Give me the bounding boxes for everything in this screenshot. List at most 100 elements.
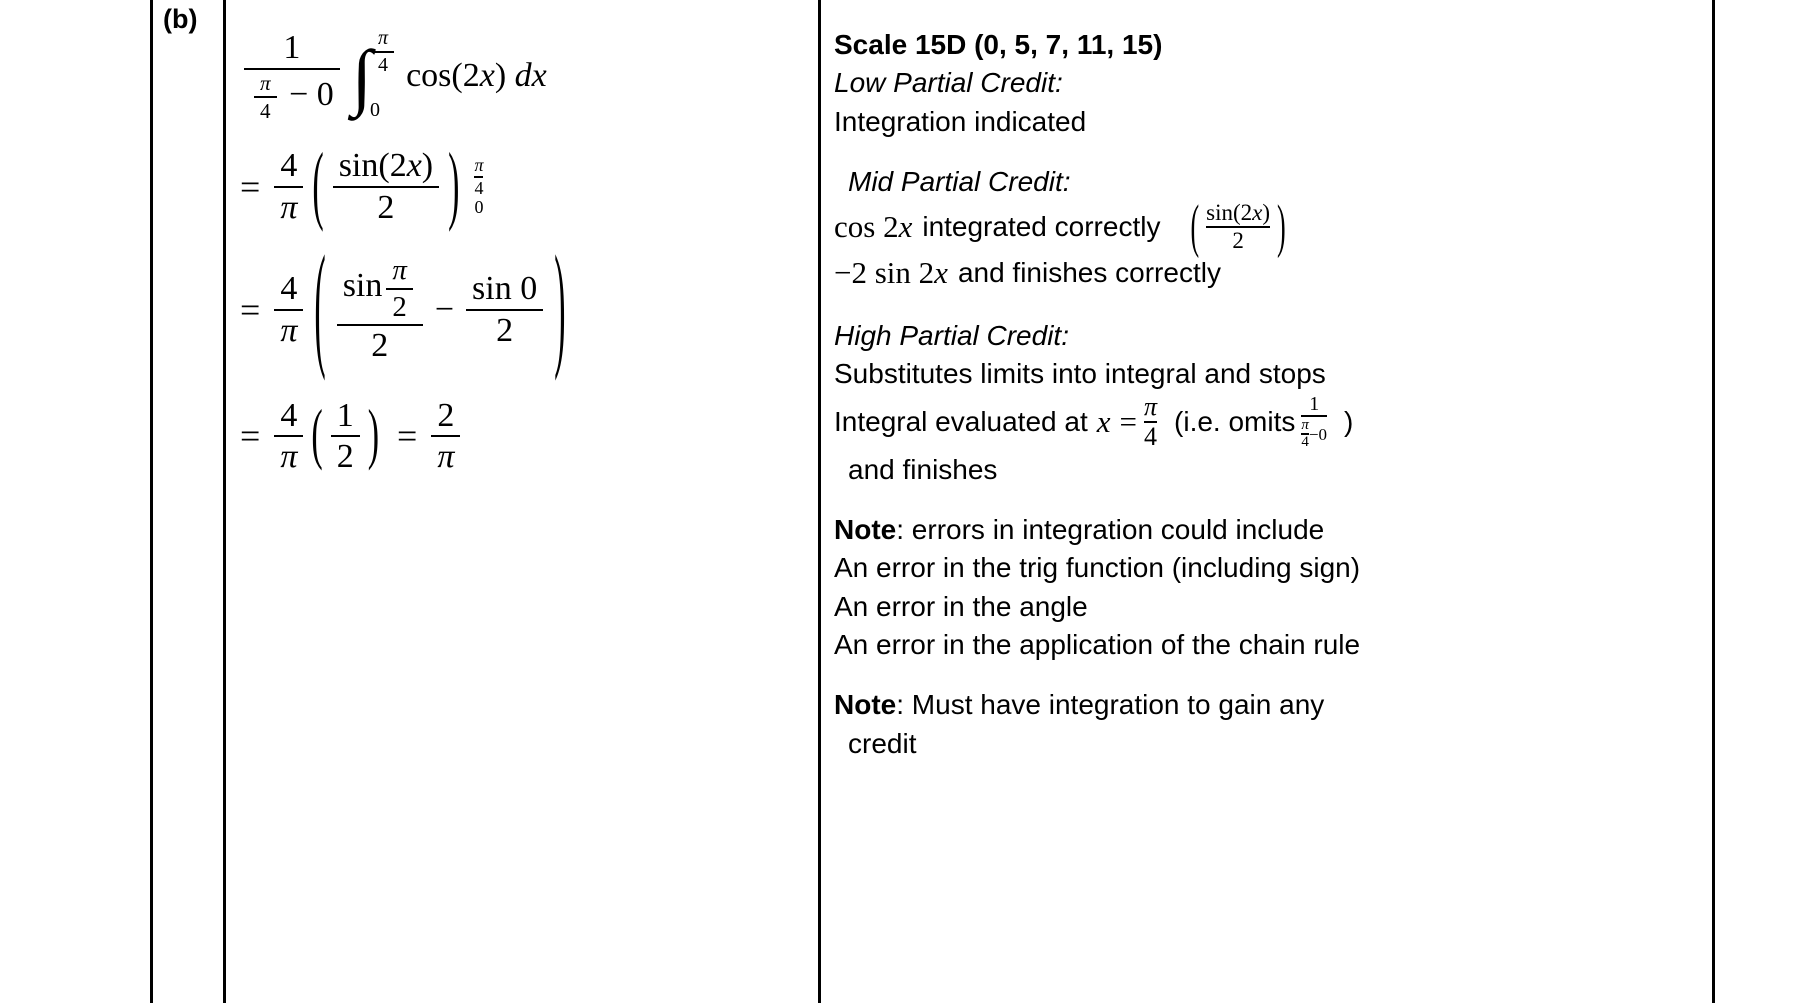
- four-over-pi-frac: 4 π: [274, 269, 304, 349]
- upper-limit-frac: π 4: [372, 26, 395, 76]
- equals-sign: =: [240, 416, 261, 457]
- integral-upper-limit: π 4: [368, 26, 398, 76]
- solution-work-column: 1 π 4 − 0 ∫ π: [240, 27, 800, 489]
- high-partial-credit-item-1: Substitutes limits into integral and sto…: [834, 358, 1326, 390]
- coefficient-numerator: 1: [283, 29, 301, 66]
- sin-2x-over-2-grouped: ( sin(2x) 2 ): [1186, 196, 1289, 256]
- upper-limit-frac: π 4: [474, 154, 484, 198]
- numerator-four: 4: [280, 146, 298, 184]
- minus-2-sin-2x-expression: −2 sin 2x: [834, 255, 948, 291]
- integral-lower-limit: 0: [370, 98, 381, 121]
- open-paren: (: [314, 231, 326, 384]
- low-partial-credit-item-1: Integration indicated: [834, 105, 1087, 137]
- fraction-bar: [332, 185, 440, 188]
- equals-sign: =: [240, 166, 261, 207]
- pi-symbol: π: [1301, 416, 1309, 433]
- integrand-expression: cos(2x) dx: [406, 56, 547, 94]
- minus-zero: −0: [1308, 424, 1327, 444]
- fraction-bar: [1301, 414, 1327, 417]
- open-paren: (: [311, 398, 323, 473]
- numerator-sin-zero: sin 0: [472, 269, 538, 307]
- equals-sign-2: =: [397, 416, 418, 457]
- note-2-label: Note: [834, 689, 897, 721]
- fraction-bar: [330, 435, 360, 438]
- table-rule-left: [150, 0, 153, 1003]
- table-rule-scheme-divider: [818, 0, 821, 1003]
- high-partial-credit-item-3: and finishes: [848, 453, 998, 485]
- integral-limits: π 4 0: [368, 27, 398, 120]
- equals-sign: =: [1119, 403, 1137, 439]
- scale-heading: Scale 15D (0, 5, 7, 11, 15): [834, 29, 1163, 60]
- fraction-bar: [431, 435, 461, 438]
- denominator-two: 2: [371, 327, 389, 364]
- pi-symbol: π: [474, 154, 484, 175]
- pi-over-four-frac: π 4: [1144, 391, 1158, 452]
- denominator-pi-over-4-minus-0: π 4 −0: [1301, 416, 1327, 451]
- close-paren: ): [367, 398, 380, 473]
- fraction-bar: [466, 308, 544, 311]
- mid-item-2-text: and finishes correctly: [957, 257, 1221, 289]
- spacer: [834, 141, 1704, 163]
- sin-two-x-over-two-frac: sin(2x) 2: [332, 148, 440, 225]
- table-rule-right: [1712, 0, 1715, 1003]
- pi-over-four-frac: π 4: [254, 72, 277, 122]
- mid-partial-credit-item-1: cos 2x integrated correctly ( sin(2x) 2 …: [834, 196, 1704, 256]
- open-paren: (: [1190, 192, 1200, 260]
- note-2-text: : Must have integration to gain any: [896, 689, 1325, 721]
- four-value: 4: [260, 98, 271, 123]
- minus-sign: −: [434, 290, 455, 328]
- numerator-one: 1: [1309, 392, 1320, 415]
- sin-zero-over-two-term: sin 0 2: [466, 269, 544, 349]
- four-over-pi-frac: 4 π: [274, 396, 304, 476]
- equals-sign: =: [240, 289, 261, 330]
- one-half-frac: 1 2: [330, 397, 360, 475]
- numerator-four: 4: [280, 396, 298, 434]
- lower-limit-zero: 0: [474, 196, 484, 217]
- fraction-bar: [274, 435, 304, 438]
- cos-2x-expression: cos 2x: [834, 208, 913, 244]
- note-1-text: : errors in integration could include: [896, 513, 1325, 545]
- numerator-sin-pi-over-2: sin π 2: [337, 255, 423, 322]
- final-answer-frac: 2 π: [431, 397, 461, 475]
- fraction-bar: [1144, 421, 1158, 424]
- pi-symbol: π: [1144, 391, 1158, 421]
- close-paren: ): [1277, 192, 1286, 260]
- four-value: 4: [1144, 422, 1158, 452]
- fraction-bar: [1206, 225, 1271, 228]
- close-paren: ): [554, 231, 566, 384]
- pi-symbol: π: [378, 26, 389, 49]
- numerator-sin-2x: sin(2x): [1206, 200, 1271, 226]
- work-line-1: 1 π 4 − 0 ∫ π: [240, 27, 800, 122]
- pi-over-four-frac: π 4: [1301, 416, 1309, 451]
- high-item-2-mid-text: (i.e. omits: [1174, 405, 1296, 437]
- fraction-bar: [274, 308, 304, 311]
- work-line-3: = 4 π ( sin π 2 2 − sin 0: [240, 238, 800, 377]
- four-value: 4: [378, 53, 389, 76]
- numerator-four: 4: [280, 269, 298, 307]
- omitted-coefficient-frac: 1 π 4 −0: [1301, 392, 1327, 451]
- denominator-two: 2: [496, 311, 514, 349]
- note-1-item-2: An error in the angle: [834, 590, 1088, 622]
- average-value-coefficient: 1 π 4 − 0: [244, 30, 340, 122]
- four-over-pi-frac: 4 π: [274, 146, 304, 225]
- low-partial-credit-heading: Low Partial Credit:: [834, 67, 1063, 99]
- spacer: [834, 489, 1704, 511]
- denominator-pi: π: [280, 438, 298, 476]
- note-2-continuation: credit: [848, 727, 917, 759]
- two-value: 2: [392, 290, 407, 323]
- fraction-bar: [336, 324, 423, 326]
- pi-over-two-frac: π 2: [386, 255, 413, 323]
- variable-x: x: [1096, 403, 1111, 439]
- integral-sign-icon: ∫: [351, 36, 373, 119]
- mid-item-1-text: integrated correctly: [922, 210, 1161, 242]
- note-1-label: Note: [834, 513, 897, 545]
- fraction-bar: [372, 50, 395, 53]
- work-line-2: = 4 π ( sin(2x) 2 ) π 4 0: [240, 141, 800, 230]
- sin-2x-over-two-frac: sin(2x) 2: [1206, 200, 1271, 252]
- spacer: [834, 664, 1704, 686]
- note-1-item-3: An error in the application of the chain…: [834, 629, 1361, 660]
- denominator-pi: π: [280, 311, 298, 349]
- table-rule-part-divider: [223, 0, 226, 1003]
- pi-symbol: π: [260, 70, 271, 95]
